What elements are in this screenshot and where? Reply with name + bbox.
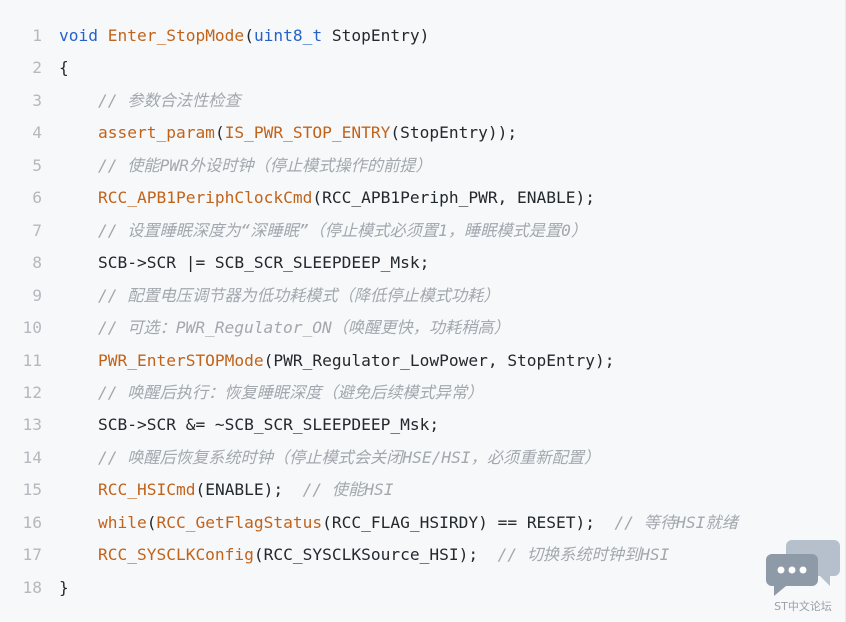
code-text: assert_param(IS_PWR_STOP_ENTRY(StopEntry… bbox=[59, 117, 517, 150]
line-number: 13 bbox=[22, 415, 43, 435]
code-token bbox=[59, 351, 98, 370]
code-text: // 可选：PWR_Regulator_ON（唤醒更快，功耗稍高） bbox=[59, 312, 510, 345]
code-token bbox=[98, 26, 108, 45]
line-number: 18 bbox=[22, 577, 43, 597]
line-number: 11 bbox=[22, 350, 43, 370]
code-text: // 参数合法性检查 bbox=[59, 85, 241, 118]
code-text: } bbox=[59, 572, 69, 605]
code-token: } bbox=[59, 577, 69, 597]
code-token: (ENABLE); bbox=[195, 480, 303, 500]
line-number: 12 bbox=[22, 382, 43, 402]
line-number: 17 bbox=[22, 545, 43, 565]
code-token: RCC_APB1PeriphClockCmd bbox=[97, 188, 313, 208]
code-token: (RCC_FLAG_HSIRDY) == RESET); bbox=[322, 512, 615, 532]
line-number: 6 bbox=[32, 188, 42, 208]
code-token: SCB->SCR |= SCB_SCR_SLEEPDEEP_Msk; bbox=[59, 253, 430, 273]
line-number: 8 bbox=[32, 253, 42, 273]
line-number: 15 bbox=[22, 480, 43, 500]
code-token bbox=[59, 448, 98, 467]
line-number: 2 bbox=[32, 58, 42, 78]
code-token: // 参数合法性检查 bbox=[97, 90, 241, 110]
code-token: StopEntry) bbox=[322, 26, 430, 45]
code-token: PWR_EnterSTOPMode bbox=[97, 350, 264, 370]
code-token bbox=[59, 91, 98, 110]
code-text: // 唤醒后恢复系统时钟（停止模式会关闭HSE/HSI，必须重新配置） bbox=[59, 442, 600, 475]
code-token: // 配置电压调节器为低功耗模式（降低停止模式功耗） bbox=[97, 285, 500, 305]
code-token: (StopEntry)); bbox=[390, 123, 518, 143]
code-token: while bbox=[97, 512, 147, 532]
code-token bbox=[59, 221, 98, 240]
code-token: RCC_GetFlagStatus bbox=[156, 512, 323, 532]
code-token bbox=[59, 123, 98, 142]
line-number: 5 bbox=[32, 155, 42, 175]
code-token: (RCC_SYSCLKSource_HSI); bbox=[253, 545, 498, 565]
code-text: // 设置睡眠深度为“深睡眠”（停止模式必须置1，睡眠模式是置0） bbox=[59, 215, 587, 248]
forum-watermark: ST中文论坛 bbox=[764, 536, 842, 618]
code-token: Enter_StopMode bbox=[107, 26, 245, 45]
code-token: // 唤醒后恢复系统时钟（停止模式会关闭HSE/HSI，必须重新配置） bbox=[97, 447, 601, 467]
code-token bbox=[59, 286, 98, 305]
code-text: RCC_SYSCLKConfig(RCC_SYSCLKSource_HSI); … bbox=[59, 539, 669, 572]
code-token: IS_PWR_STOP_ENTRY bbox=[224, 123, 391, 143]
code-token: RCC_HSICmd bbox=[97, 480, 196, 500]
code-token: ( bbox=[214, 123, 225, 143]
code-token: // 切换系统时钟到HSI bbox=[497, 545, 670, 565]
watermark-label: ST中文论坛 bbox=[774, 600, 832, 613]
code-token bbox=[59, 156, 98, 175]
code-token: void bbox=[59, 26, 98, 45]
code-token: (RCC_APB1Periph_PWR, ENABLE); bbox=[312, 188, 596, 208]
code-token: { bbox=[59, 58, 69, 78]
code-text: // 配置电压调节器为低功耗模式（降低停止模式功耗） bbox=[59, 280, 500, 313]
code-token: // 唤醒后执行：恢复睡眠深度（避免后续模式异常） bbox=[97, 382, 484, 402]
line-number: 1 bbox=[32, 26, 42, 45]
code-text: PWR_EnterSTOPMode(PWR_Regulator_LowPower… bbox=[59, 345, 615, 378]
code-text: { bbox=[59, 52, 69, 85]
code-text: SCB->SCR &= ~SCB_SCR_SLEEPDEEP_Msk; bbox=[59, 409, 439, 442]
code-text: RCC_APB1PeriphClockCmd(RCC_APB1Periph_PW… bbox=[59, 182, 595, 215]
code-text: // 使能PWR外设时钟（停止模式操作的前提） bbox=[59, 150, 432, 183]
code-token: uint8_t bbox=[253, 26, 323, 45]
chat-bubbles-icon bbox=[766, 540, 840, 596]
code-token: RCC_SYSCLKConfig bbox=[97, 545, 254, 565]
code-token bbox=[59, 480, 98, 499]
code-token: // 使能PWR外设时钟（停止模式操作的前提） bbox=[97, 155, 432, 175]
code-token: // 可选：PWR_Regulator_ON（唤醒更快，功耗稍高） bbox=[97, 318, 510, 338]
code-token: ( bbox=[146, 512, 157, 532]
code-text: // 唤醒后执行：恢复睡眠深度（避免后续模式异常） bbox=[59, 377, 483, 410]
code-token: SCB->SCR &= ~SCB_SCR_SLEEPDEEP_Msk; bbox=[59, 415, 440, 435]
code-token bbox=[59, 383, 98, 402]
code-token: ( bbox=[244, 26, 254, 45]
code-text: RCC_HSICmd(ENABLE); // 使能HSI bbox=[59, 474, 394, 507]
code-text: SCB->SCR |= SCB_SCR_SLEEPDEEP_Msk; bbox=[59, 247, 429, 280]
code-token: assert_param bbox=[97, 123, 215, 143]
line-number: 3 bbox=[32, 90, 42, 110]
code-text: while(RCC_GetFlagStatus(RCC_FLAG_HSIRDY)… bbox=[59, 507, 738, 540]
code-text: void Enter_StopMode(uint8_t StopEntry) bbox=[59, 20, 429, 53]
line-number: 7 bbox=[32, 220, 42, 240]
code-token bbox=[59, 188, 98, 207]
code-token: // 使能HSI bbox=[302, 480, 394, 500]
line-number: 14 bbox=[22, 447, 43, 467]
code-token: // 设置睡眠深度为“深睡眠”（停止模式必须置1，睡眠模式是置0） bbox=[97, 220, 588, 240]
line-number: 9 bbox=[32, 285, 42, 305]
line-number: 16 bbox=[22, 512, 43, 532]
code-token bbox=[59, 513, 98, 532]
code-token: // 等待HSI就绪 bbox=[614, 512, 738, 532]
line-number: 4 bbox=[32, 123, 42, 143]
code-token bbox=[59, 318, 98, 337]
line-number: 10 bbox=[22, 318, 43, 338]
code-token bbox=[59, 545, 98, 564]
code-token: (PWR_Regulator_LowPower, StopEntry); bbox=[263, 350, 615, 370]
